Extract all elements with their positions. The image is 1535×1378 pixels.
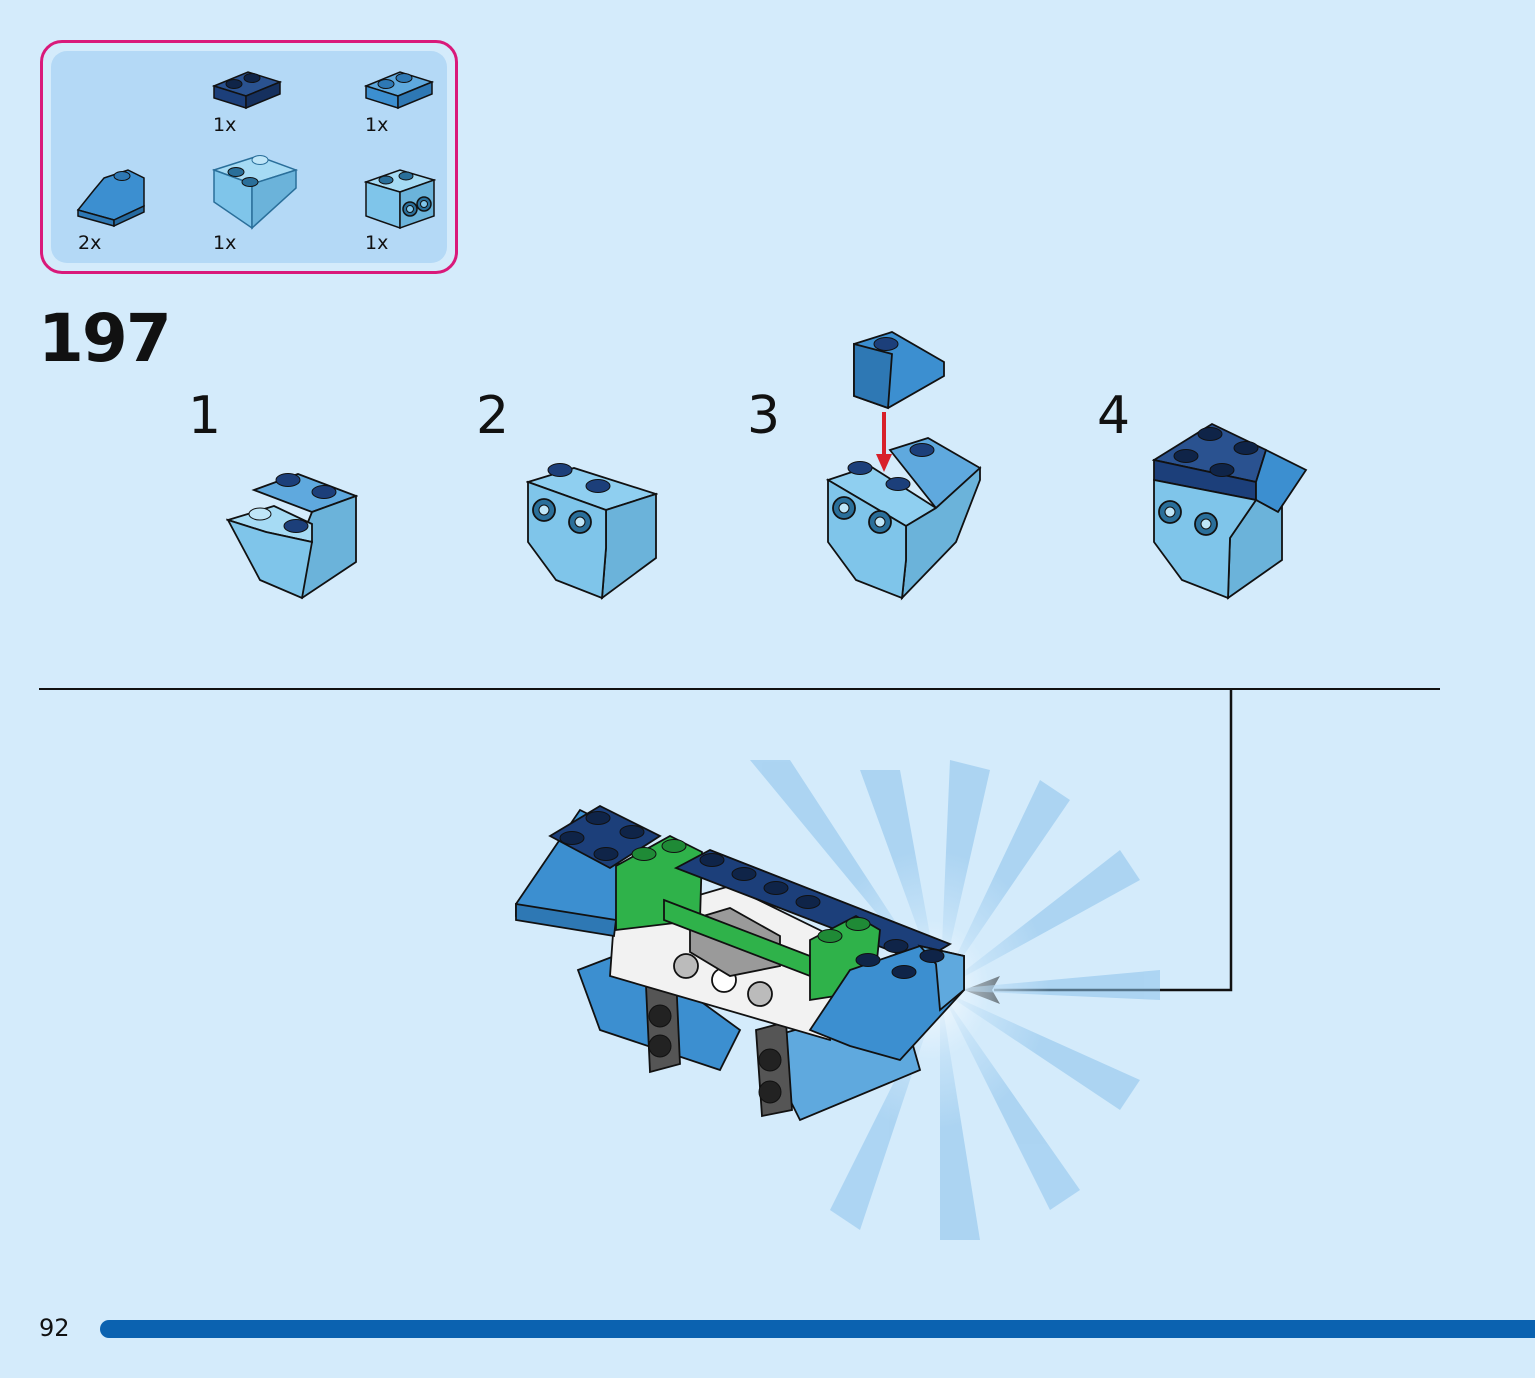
dark-blue-plate-1x2-icon: [212, 66, 282, 112]
substep-3-model: [825, 330, 986, 606]
part-quantity: 1x: [365, 114, 389, 136]
light-blue-brick-with-studs-icon: [364, 164, 436, 230]
main-assembly-model: [480, 740, 1180, 1264]
medium-blue-plate-1x2-icon: [364, 66, 434, 112]
page-number: 92: [39, 1314, 70, 1342]
substep-1-model: [224, 462, 359, 606]
light-blue-inverted-slope-icon: [212, 152, 298, 232]
part-quantity: 1x: [365, 232, 389, 254]
progress-bar-fill: [100, 1320, 1535, 1338]
substep-number-3: 3: [747, 386, 781, 446]
substep-number-2: 2: [476, 386, 510, 446]
substep-number-1: 1: [188, 386, 222, 446]
part-quantity: 1x: [213, 114, 237, 136]
step-number: 197: [38, 300, 172, 377]
section-divider: [39, 688, 1440, 690]
part-quantity: 2x: [78, 232, 102, 254]
part-quantity: 1x: [213, 232, 237, 254]
blue-slope-icon: [74, 164, 146, 228]
substep-4-model: [1151, 420, 1308, 606]
progress-bar: [100, 1320, 1535, 1338]
substep-2-model: [525, 458, 659, 606]
substep-number-4: 4: [1097, 386, 1131, 446]
